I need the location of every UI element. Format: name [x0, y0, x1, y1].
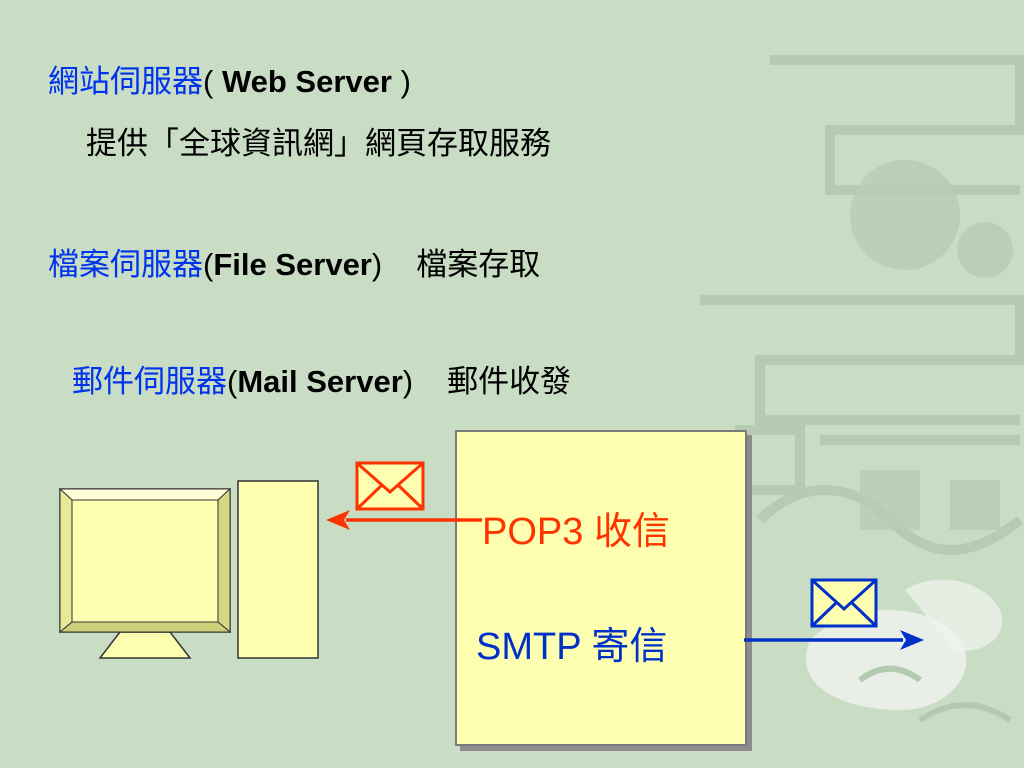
mail-server-line: 郵件伺服器(Mail Server)郵件收發 — [72, 364, 572, 400]
web-server-line: 網站伺服器( Web Server ) — [48, 64, 411, 100]
mail-server-english: Mail Server — [237, 364, 403, 399]
file-server-english: File Server — [213, 247, 372, 282]
mail-server-description: 郵件收發 — [447, 364, 572, 400]
web-server-description: 提供「全球資訊網」網頁存取服務 — [86, 126, 551, 162]
web-server-english: Web Server — [221, 64, 392, 99]
file-server-line: 檔案伺服器(File Server)檔案存取 — [48, 247, 541, 283]
smtp-label: SMTP 寄信 — [476, 626, 668, 668]
file-server-description: 檔案存取 — [416, 247, 541, 283]
mail-server-box — [455, 430, 747, 746]
mail-server-title: 郵件伺服器 — [72, 364, 227, 400]
file-server-title: 檔案伺服器 — [48, 247, 203, 283]
pop3-label: POP3 收信 — [482, 511, 670, 553]
web-server-title: 網站伺服器 — [48, 64, 203, 100]
